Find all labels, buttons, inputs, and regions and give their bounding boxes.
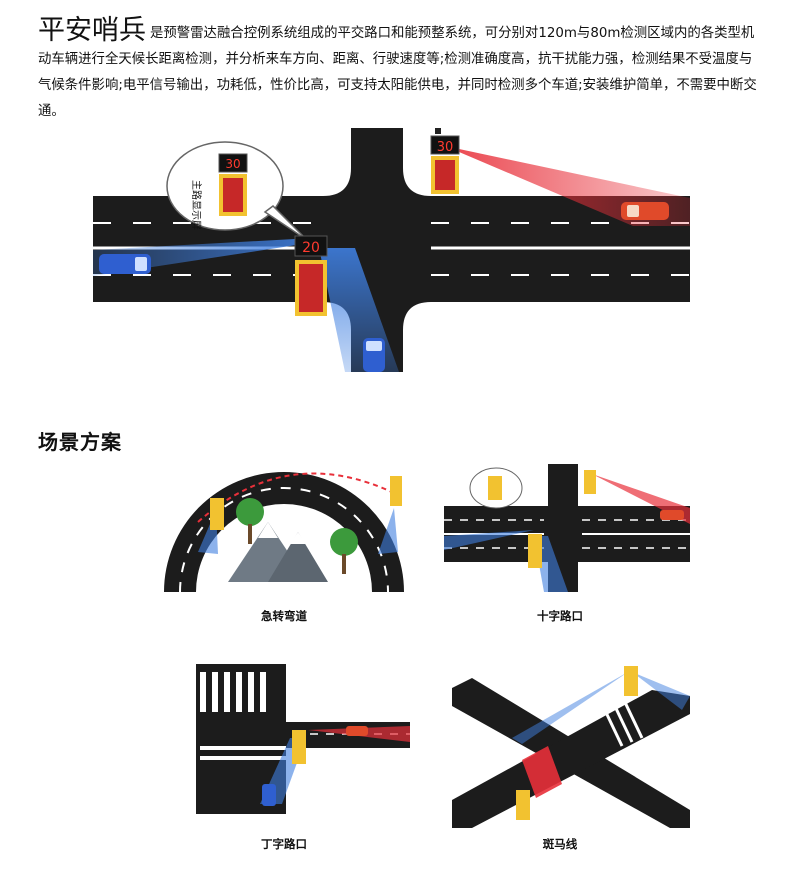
- blue-car-left-icon: [99, 254, 151, 274]
- intro-paragraph: 平安哨兵是预警雷达融合控例系统组成的平交路口和能预整系统，可分别对120m与80…: [38, 15, 763, 125]
- blue-car-down-icon: [363, 338, 385, 372]
- scene-crossroad: [444, 464, 690, 592]
- sign-bubble-speed: 30: [225, 157, 240, 171]
- sign-main-speed: 20: [302, 240, 320, 256]
- caption-scene-curve: 急转弯道: [261, 609, 307, 623]
- hero-svg: 30 主路显示屏 30 20: [93, 128, 690, 372]
- caption-scene-crossroad: 十字路口: [537, 609, 583, 623]
- scene-curve: [158, 462, 410, 592]
- callout-bubble: 主路显示屏 30: [166, 141, 308, 241]
- brand-title: 平安哨兵: [38, 15, 146, 46]
- scene-t-junction: [196, 664, 410, 814]
- sign-main: 20: [294, 235, 328, 316]
- hero-intersection-illustration: 30 主路显示屏 30 20: [93, 128, 690, 372]
- caption-scene-zebra-crossing: 斑马线: [542, 837, 578, 851]
- scene-zebra-crossing: [452, 660, 690, 828]
- intro-text: 是预警雷达融合控例系统组成的平交路口和能预整系统，可分别对120m与80m检测区…: [38, 26, 757, 119]
- red-car-icon: [621, 202, 669, 220]
- sign-top-speed: 30: [437, 140, 454, 155]
- section-title: 场景方案: [38, 430, 122, 454]
- sign-top-right: 30: [430, 128, 460, 194]
- bubble-label: 主路显示屏: [190, 180, 203, 230]
- caption-scene-t-junction: 丁字路口: [261, 837, 307, 851]
